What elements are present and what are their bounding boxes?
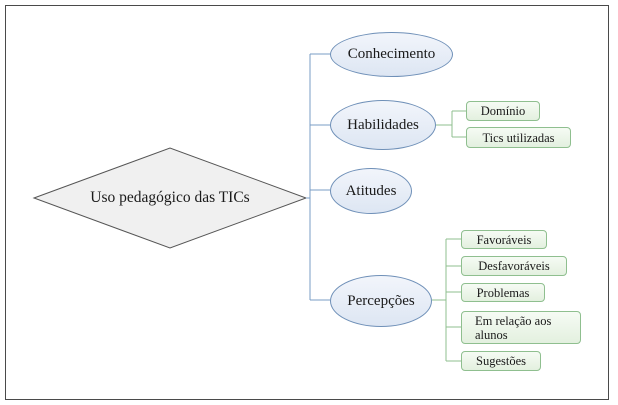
branch-atitudes: Atitudes (330, 168, 412, 214)
leaf-dominio: Domínio (466, 101, 540, 121)
branch-conhecimento: Conhecimento (330, 32, 453, 77)
leaf-em-relacao-aos-alunos: Em relação aos alunos (461, 311, 581, 344)
leaf-desfavoraveis: Desfavoráveis (461, 256, 567, 276)
leaf-tics-utilizadas: Tics utilizadas (466, 127, 571, 148)
branch-habilidades: Habilidades (330, 100, 436, 150)
branch-percepcoes: Percepções (330, 275, 432, 327)
percepcoes-connectors (432, 238, 461, 362)
habilidades-connectors (436, 110, 466, 138)
leaf-sugestoes: Sugestões (461, 351, 541, 371)
leaf-favoraveis: Favoráveis (461, 230, 547, 249)
root-connectors (306, 53, 330, 301)
leaf-problemas: Problemas (461, 283, 545, 302)
root-label: Uso pedagógico das TICs (90, 189, 250, 206)
